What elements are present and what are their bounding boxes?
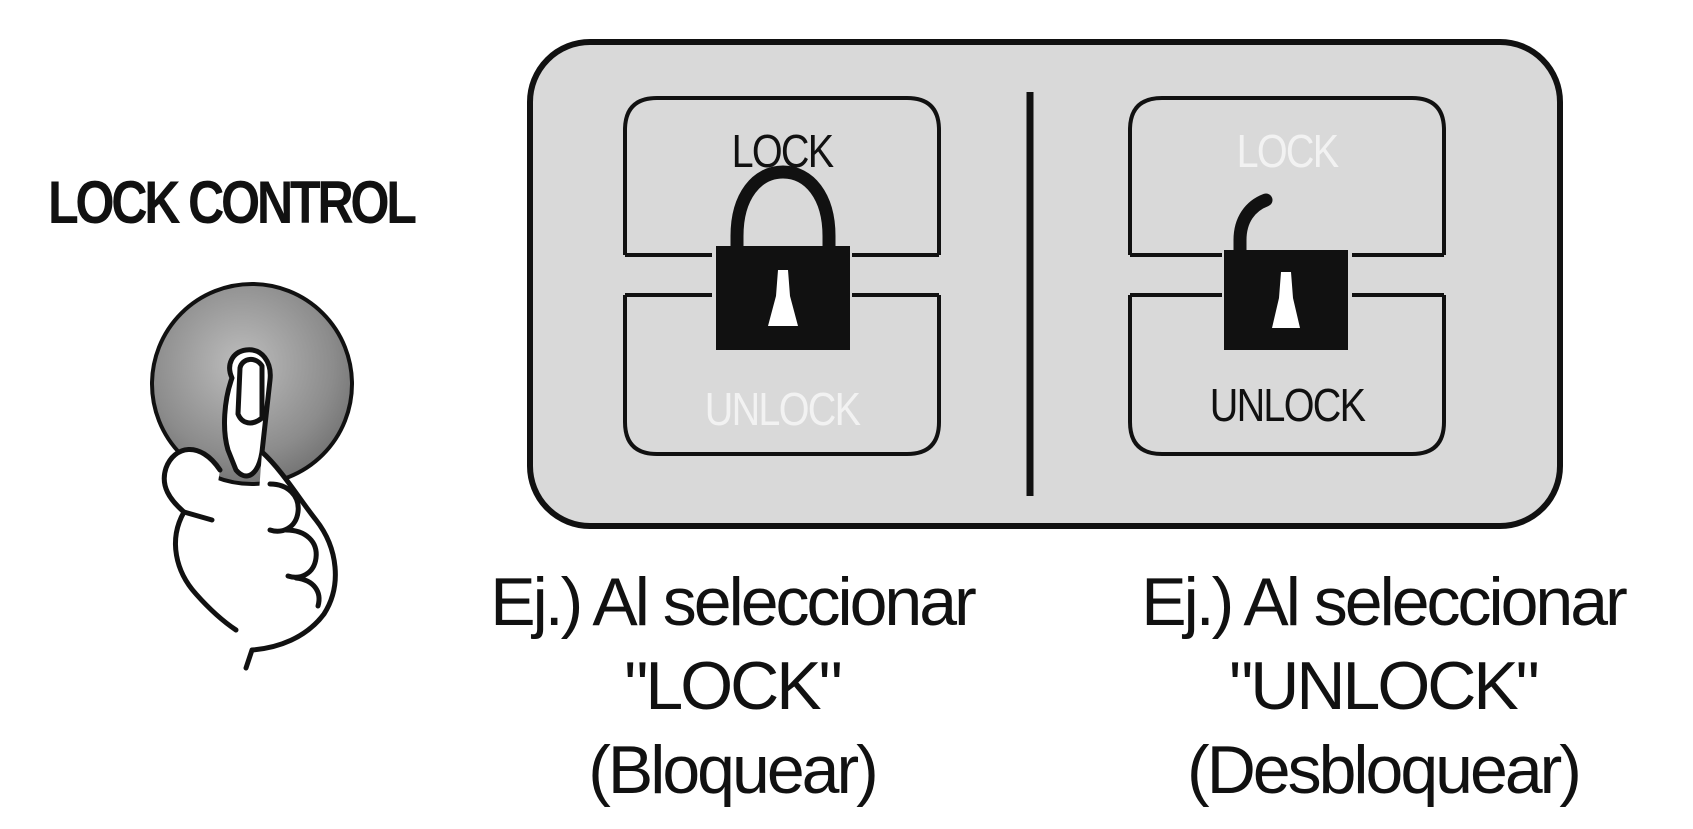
unlock-caption-line1: Ej.) Al seleccionar (1141, 564, 1627, 640)
lock-caption-line2: "LOCK" (624, 648, 842, 724)
unlock-caption: Ej.) Al seleccionar "UNLOCK" (Desbloquea… (1083, 560, 1683, 812)
unlock-option-bottom-label: UNLOCK (1209, 379, 1366, 431)
unlock-option-top-label: LOCK (1236, 125, 1340, 177)
pressing-finger-icon (161, 347, 338, 671)
lock-caption: Ej.) Al seleccionar "LOCK" (Bloquear) (432, 560, 1032, 812)
unlock-caption-line3: (Desbloquear) (1187, 732, 1582, 808)
locked-padlock-icon (716, 165, 850, 350)
lock-caption-line3: (Bloquear) (588, 732, 879, 808)
lock-option-bottom-label: UNLOCK (704, 383, 861, 435)
unlock-caption-line2: "UNLOCK" (1229, 648, 1540, 724)
unlocked-padlock-icon (1224, 193, 1348, 350)
lock-option-button[interactable] (623, 96, 941, 456)
lock-caption-line1: Ej.) Al seleccionar (490, 564, 976, 640)
lock-display-panel (527, 39, 1563, 529)
lock-option-top-label: LOCK (731, 125, 835, 177)
unlock-option-button[interactable] (1128, 96, 1446, 456)
lock-control-title: LOCK CONTROL (48, 169, 417, 236)
